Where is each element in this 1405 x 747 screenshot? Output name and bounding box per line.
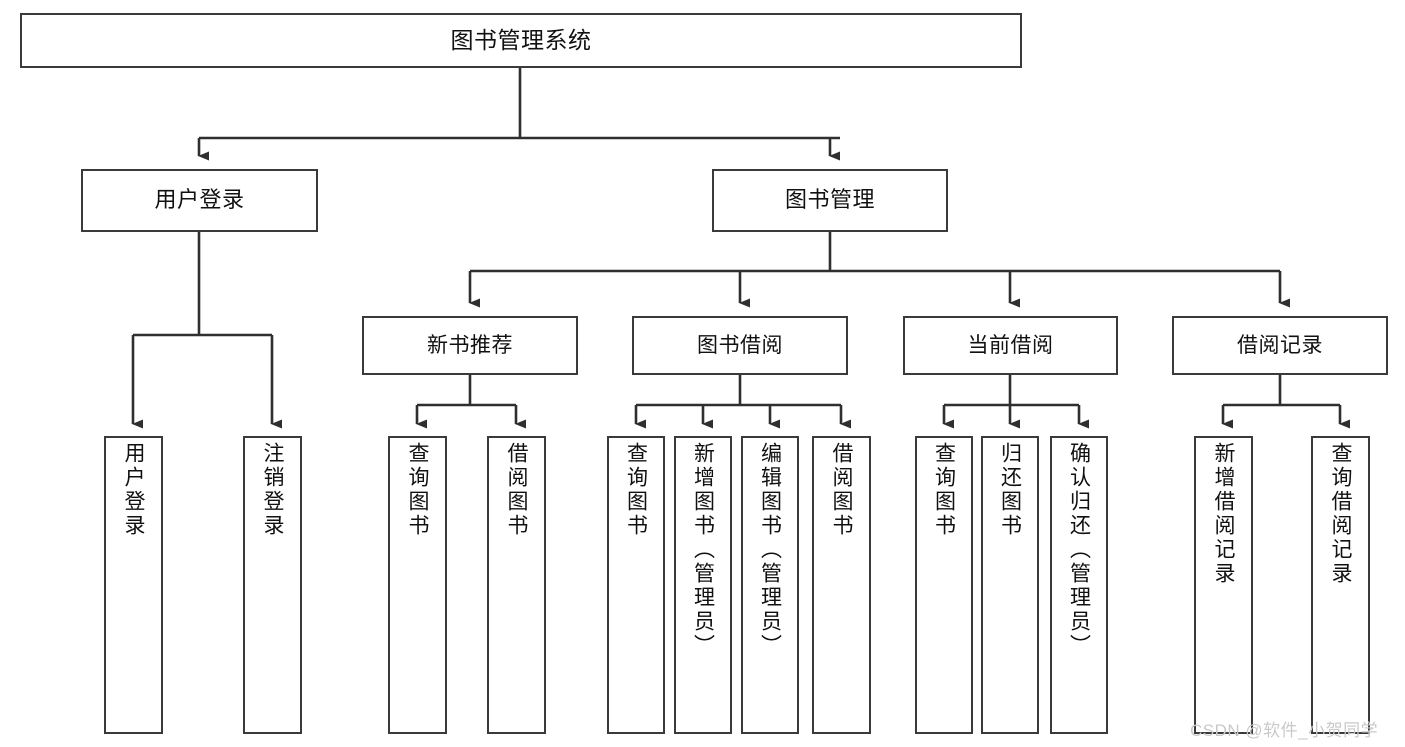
node-root-label: 图书管理系统 [450, 26, 592, 53]
node-leaf-edit-book-label: 编辑图书（管理员） [758, 442, 782, 658]
node-book-manage-label: 图书管理 [784, 187, 875, 213]
node-leaf-borrow-book-1[interactable]: 借阅图书 [487, 436, 546, 734]
node-leaf-add-book-label: 新增图书（管理员） [691, 442, 715, 658]
node-leaf-return-book[interactable]: 归还图书 [981, 436, 1039, 734]
node-leaf-borrow-book-2-label: 借阅图书 [830, 442, 853, 538]
node-leaf-query-book-2-label: 查询图书 [624, 442, 648, 538]
node-leaf-logout-label: 注销登录 [261, 442, 284, 538]
node-user-login-label: 用户登录 [154, 187, 245, 213]
node-leaf-user-login-label: 用户登录 [122, 442, 145, 538]
node-leaf-add-record[interactable]: 新增借阅记录 [1194, 436, 1253, 734]
node-root[interactable]: 图书管理系统 [20, 13, 1022, 68]
node-leaf-user-login[interactable]: 用户登录 [104, 436, 163, 734]
node-leaf-query-book-2[interactable]: 查询图书 [607, 436, 665, 734]
node-leaf-add-book[interactable]: 新增图书（管理员） [674, 436, 732, 734]
node-leaf-add-record-label: 新增借阅记录 [1212, 442, 1235, 586]
node-borrow-record[interactable]: 借阅记录 [1172, 316, 1388, 375]
node-user-login[interactable]: 用户登录 [81, 169, 318, 232]
node-book-borrow[interactable]: 图书借阅 [632, 316, 848, 375]
node-book-borrow-label: 图书借阅 [697, 333, 783, 357]
node-leaf-edit-book[interactable]: 编辑图书（管理员） [741, 436, 799, 734]
node-borrow-record-label: 借阅记录 [1237, 333, 1323, 357]
node-leaf-query-book-3[interactable]: 查询图书 [915, 436, 973, 734]
node-leaf-borrow-book-2[interactable]: 借阅图书 [812, 436, 871, 734]
node-leaf-return-book-label: 归还图书 [998, 442, 1022, 538]
node-leaf-borrow-book-1-label: 借阅图书 [505, 442, 528, 538]
node-leaf-query-book-1-label: 查询图书 [406, 442, 429, 538]
node-leaf-logout[interactable]: 注销登录 [243, 436, 302, 734]
node-leaf-confirm-return-label: 确认归还（管理员） [1067, 442, 1091, 658]
node-book-manage[interactable]: 图书管理 [712, 169, 948, 232]
node-leaf-query-record[interactable]: 查询借阅记录 [1311, 436, 1370, 734]
node-leaf-confirm-return[interactable]: 确认归还（管理员） [1050, 436, 1108, 734]
node-leaf-query-record-label: 查询借阅记录 [1329, 442, 1352, 586]
node-leaf-query-book-1[interactable]: 查询图书 [388, 436, 447, 734]
node-new-book-recommend-label: 新书推荐 [427, 333, 513, 357]
node-current-borrow-label: 当前借阅 [967, 333, 1054, 357]
node-current-borrow[interactable]: 当前借阅 [903, 316, 1118, 375]
node-new-book-recommend[interactable]: 新书推荐 [362, 316, 578, 375]
node-leaf-query-book-3-label: 查询图书 [932, 442, 956, 538]
